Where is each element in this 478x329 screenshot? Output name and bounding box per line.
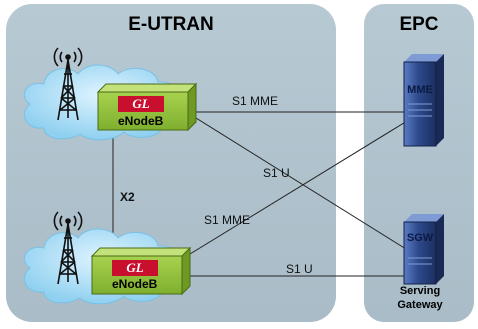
mme-server-icon	[403, 54, 444, 147]
enodeb-bottom-label: eNodeB	[112, 277, 158, 291]
link-label-s1-u-bottom: S1 U	[286, 262, 313, 276]
eutran-title: E-UTRAN	[128, 14, 214, 35]
sgw-caption-line2: Gateway	[397, 299, 443, 311]
link-label-s1-mme-top: S1 MME	[232, 94, 279, 108]
mme-label: MME	[407, 84, 433, 96]
gl-logo: GL	[118, 96, 164, 112]
antenna-tower-icon	[53, 211, 83, 285]
antenna-tower-icon	[53, 47, 83, 121]
link-s1-mme-diag	[189, 117, 413, 255]
sgw-caption: Serving Gateway	[375, 284, 465, 312]
link-label-s1-u-diag: S1 U	[263, 166, 290, 180]
epc-title: EPC	[399, 14, 439, 35]
link-label-s1-mme-diag: S1 MME	[204, 213, 251, 227]
gl-logo: GL	[112, 260, 158, 276]
sgw-caption-line1: Serving	[399, 285, 441, 297]
sgw-server-icon	[403, 214, 444, 285]
sgw-label: SGW	[406, 232, 434, 244]
link-label-x2: X2	[120, 190, 135, 204]
enodeb-top-label: eNodeB	[118, 114, 164, 128]
link-s1-u-diag	[195, 117, 415, 255]
